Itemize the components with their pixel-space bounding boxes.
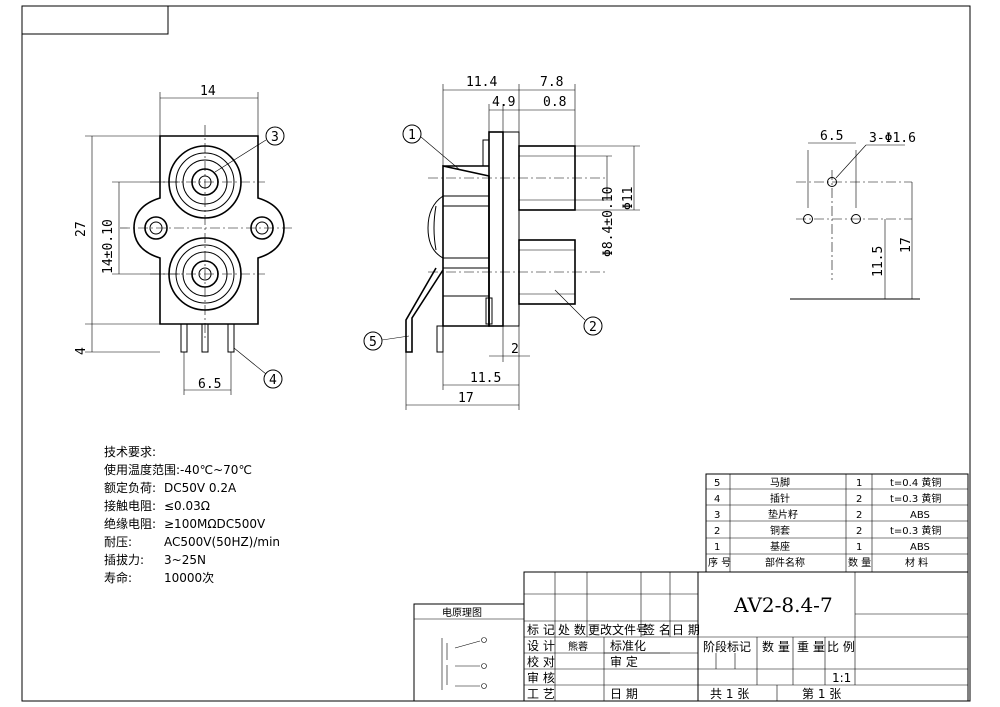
part-number: AV2-8.4-7 (733, 593, 833, 617)
svg-text:工 艺: 工 艺 (527, 687, 555, 701)
balloon-5 (363, 331, 383, 351)
svg-text:4: 4 (269, 373, 277, 388)
svg-text:接触电阻:: 接触电阻: (104, 498, 156, 513)
svg-text:共 1 张: 共 1 张 (710, 687, 749, 701)
svg-text:DC50V 0.2A: DC50V 0.2A (164, 481, 237, 495)
svg-text:5: 5 (369, 335, 377, 350)
side-dim-17: 17 (458, 391, 474, 406)
svg-text:10000次: 10000次 (164, 571, 214, 585)
svg-text:3: 3 (271, 130, 279, 145)
svg-text:重 量: 重 量 (797, 640, 825, 654)
side-view: 11.4 7.8 4.9 0.8 Φ8.4±0.10 Φ11 2 11.5 17… (363, 75, 640, 410)
balloon-1 (402, 124, 422, 144)
svg-text:比 例: 比 例 (827, 640, 855, 654)
bom-header-mat: 材 料 (905, 556, 928, 569)
svg-text:绝缘电阻:: 绝缘电阻: (104, 516, 156, 531)
tech-heading: 技术要求: (104, 445, 156, 459)
svg-text:插针: 插针 (770, 492, 790, 505)
svg-text:垫片籽: 垫片籽 (768, 508, 798, 521)
hole-dim-17: 17 (899, 237, 914, 253)
side-dim-4-9: 4.9 (492, 95, 515, 110)
hole-pattern-view: 6.5 3-Φ1.6 11.5 17 (790, 129, 920, 300)
side-dim-0-8: 0.8 (543, 95, 566, 110)
side-dim-11-4: 11.4 (466, 75, 497, 90)
svg-text:标准化: 标准化 (610, 639, 646, 653)
svg-text:2: 2 (856, 494, 862, 505)
hole-dim-holes: 3-Φ1.6 (869, 131, 916, 146)
svg-text:2: 2 (856, 526, 862, 537)
svg-text:使用温度范围:-40℃~70℃: 使用温度范围:-40℃~70℃ (104, 462, 252, 477)
svg-text:校 对: 校 对 (527, 654, 555, 669)
svg-text:5: 5 (714, 478, 720, 489)
svg-text:4: 4 (714, 494, 720, 505)
svg-text:1: 1 (408, 128, 416, 143)
schematic-label: 电原理图 (442, 606, 482, 619)
scale-value: 1:1 (832, 671, 851, 685)
svg-text:签 名: 签 名 (643, 622, 671, 637)
svg-text:标 记: 标 记 (527, 623, 555, 637)
svg-text:2: 2 (714, 526, 720, 537)
svg-text:日 期: 日 期 (672, 623, 700, 637)
corner-box (21, 5, 169, 35)
svg-text:t=0.3 黄铜: t=0.3 黄铜 (890, 524, 941, 537)
svg-text:阶段标记: 阶段标记 (703, 639, 751, 654)
side-dim-7-8: 7.8 (540, 75, 563, 90)
svg-text:铜套: 铜套 (770, 524, 790, 537)
svg-text:t=0.3 黄铜: t=0.3 黄铜 (890, 492, 941, 505)
svg-text:数 量: 数 量 (762, 639, 790, 654)
svg-text:ABS: ABS (910, 542, 930, 553)
svg-text:≤0.03Ω: ≤0.03Ω (164, 499, 210, 513)
bom-header-qty: 数 量 (848, 556, 871, 569)
svg-text:2: 2 (856, 510, 862, 521)
svg-text:耐压:: 耐压: (104, 535, 132, 549)
svg-text:日 期: 日 期 (610, 687, 638, 701)
front-view: 14 27 14±0.10 4 6.5 3 4 (74, 84, 295, 395)
svg-text:2: 2 (589, 320, 597, 335)
balloon-4 (263, 369, 283, 389)
front-dim-width: 14 (200, 84, 216, 99)
svg-text:1: 1 (856, 542, 862, 553)
bom-header-no: 序 号 (708, 556, 731, 569)
front-dim-pin-len: 4 (74, 347, 89, 355)
svg-text:设 计: 设 计 (527, 639, 555, 653)
hole-dim-11-5: 11.5 (871, 246, 886, 277)
svg-text:处 数: 处 数 (558, 622, 586, 637)
hole-dim-6-5: 6.5 (820, 129, 843, 144)
bom-header-name: 部件名称 (765, 556, 805, 569)
svg-text:ABS: ABS (910, 510, 930, 521)
svg-text:审 核: 审 核 (527, 670, 555, 685)
side-dim-dia-8-4: Φ8.4±0.10 (601, 187, 616, 257)
balloon-2 (583, 316, 603, 336)
balloon-3 (265, 126, 285, 146)
svg-text:第 1 张: 第 1 张 (802, 687, 841, 701)
svg-text:审 定: 审 定 (610, 654, 638, 669)
svg-text:AC500V(50HZ)/min: AC500V(50HZ)/min (164, 535, 280, 549)
front-dim-pitch: 14±0.10 (101, 219, 116, 274)
svg-text:基座: 基座 (770, 540, 790, 553)
title-block: 电原理图 标 记 处 数 更改文件号 签 名 日 期 设 (413, 571, 969, 702)
bom-table: 5 马脚 1 t=0.4 黄铜 4 插针 2 t=0.3 黄铜 3 垫片籽 2 … (705, 473, 969, 573)
svg-text:寿命:: 寿命: (104, 570, 132, 585)
svg-text:更改文件号: 更改文件号 (588, 622, 648, 637)
svg-text:1: 1 (714, 542, 720, 553)
svg-text:额定负荷:: 额定负荷: (104, 480, 156, 495)
tech-requirements: 技术要求: 使用温度范围:-40℃~70℃ 额定负荷: DC50V 0.2A 接… (104, 445, 280, 585)
side-dim-2: 2 (511, 342, 519, 357)
svg-text:3~25N: 3~25N (164, 553, 206, 567)
svg-text:t=0.4 黄铜: t=0.4 黄铜 (890, 476, 941, 489)
front-dim-height: 27 (74, 221, 89, 237)
svg-text:3: 3 (714, 510, 720, 521)
svg-text:插拔力:: 插拔力: (104, 552, 144, 567)
svg-text:1: 1 (856, 478, 862, 489)
svg-text:≥100MΩDC500V: ≥100MΩDC500V (164, 517, 266, 531)
svg-text:马脚: 马脚 (770, 476, 790, 489)
side-dim-dia-11: Φ11 (621, 187, 636, 210)
side-dim-11-5: 11.5 (470, 371, 501, 386)
front-dim-pin-pitch: 6.5 (198, 377, 221, 392)
svg-text:熊蓉: 熊蓉 (568, 640, 588, 653)
schematic-symbol (441, 637, 487, 690)
